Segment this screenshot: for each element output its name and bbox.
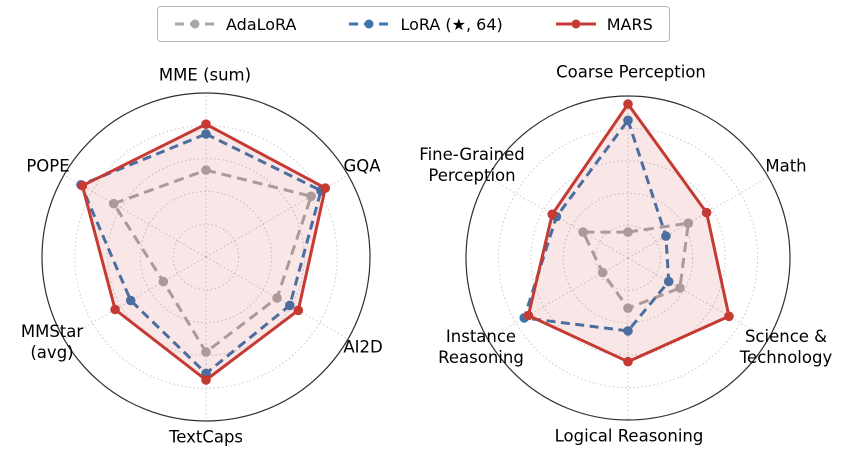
data-point-LoRA (★, 64)-5: [551, 211, 562, 222]
data-point-LoRA (★, 64)-2: [285, 300, 295, 311]
axis-label-gqa: GQA: [343, 156, 381, 176]
series-polygon-MARS: [526, 102, 731, 364]
data-point-MARS-0: [623, 99, 633, 109]
data-point-AdaLoRA-4: [597, 267, 608, 278]
data-point-AdaLoRA-0: [623, 227, 633, 237]
grid-circle-1: [139, 190, 273, 324]
series-polygon-AdaLoRA: [112, 168, 313, 354]
data-point-AdaLoRA-5: [578, 227, 588, 237]
data-point-AdaLoRA-1: [306, 191, 316, 202]
axis-spoke-1: [205, 174, 349, 258]
legend-item-lora: LoRA (★, 64): [348, 14, 503, 34]
data-point-MARS-5: [77, 180, 88, 191]
data-point-MARS-4: [523, 310, 534, 321]
axis-label-coarse-perception: Coarse Perception: [556, 62, 706, 82]
grid-circle-0: [595, 225, 661, 291]
axis-spoke-4: [63, 256, 207, 340]
data-point-AdaLoRA-4: [158, 276, 169, 287]
grid-circle-0: [172, 223, 240, 291]
data-point-LoRA (★, 64)-4: [519, 313, 529, 323]
data-point-AdaLoRA-2: [272, 293, 282, 303]
data-point-LoRA (★, 64)-1: [316, 185, 326, 196]
data-point-LoRA (★, 64)-5: [76, 180, 86, 190]
axis-label-instance-reasoning: Instance Reasoning: [438, 326, 524, 367]
data-point-MARS-3: [201, 375, 211, 385]
axis-label-science-technology: Science & Technology: [739, 326, 833, 367]
legend-label-adalora: AdaLoRA: [226, 14, 297, 34]
data-point-MARS-2: [293, 305, 304, 316]
data-point-LoRA (★, 64)-3: [201, 368, 211, 379]
adalora-marker-dot-icon: [190, 19, 200, 29]
data-point-AdaLoRA-1: [683, 218, 694, 228]
data-point-LoRA (★, 64)-0: [623, 115, 633, 126]
legend-item-mars: MARS: [555, 15, 653, 34]
data-point-MARS-4: [110, 304, 120, 315]
adalora-line-sample-icon: [175, 19, 215, 29]
grid-circle-3: [74, 125, 338, 389]
data-point-AdaLoRA-5: [108, 198, 119, 209]
data-point-LoRA (★, 64)-4: [125, 295, 136, 306]
data-point-MARS-5: [547, 209, 557, 220]
grid-circle-2: [530, 160, 726, 356]
series-polygon-MARS: [80, 122, 327, 382]
data-point-MARS-1: [320, 183, 331, 193]
axis-label-pope: POPE: [26, 156, 70, 176]
mars-marker-dot-icon: [571, 19, 581, 29]
mars-line-sample-icon: [555, 19, 596, 29]
axis-label-textcaps: TextCaps: [168, 427, 244, 447]
data-point-MARS-3: [623, 356, 633, 367]
series-polygon-LoRA (★, 64): [79, 132, 323, 375]
data-point-AdaLoRA-3: [623, 303, 633, 314]
axis-label-logical-reasoning: Logical Reasoning: [554, 426, 704, 446]
lora-marker-dot-icon: [364, 19, 374, 29]
axis-label-mme: MME (sum): [158, 65, 252, 85]
data-point-MARS-0: [201, 119, 211, 129]
grid-circle-3: [497, 127, 759, 389]
axis-spoke-5: [63, 174, 207, 258]
grid-circle-2: [107, 158, 305, 356]
series-polygon-AdaLoRA: [581, 221, 690, 310]
data-point-AdaLoRA-2: [675, 283, 685, 293]
axis-label-ai2d: AI2D: [343, 337, 383, 357]
axis-label-fine-grained-perception: Fine-Grained Perception: [419, 144, 525, 185]
axis-label-math: Math: [765, 156, 807, 176]
data-point-LoRA (★, 64)-3: [623, 326, 633, 336]
series-polygon-LoRA (★, 64): [522, 118, 671, 333]
data-point-MARS-1: [701, 207, 712, 218]
axis-spoke-1: [627, 176, 769, 259]
axis-spoke-5: [487, 176, 629, 259]
outer-ring: [41, 92, 371, 422]
data-point-AdaLoRA-0: [201, 165, 211, 175]
grid-circle-1: [562, 192, 694, 324]
data-point-LoRA (★, 64)-2: [663, 276, 674, 287]
axis-label-mmstar: MMStar (avg): [20, 321, 84, 362]
legend-label-lora: LoRA (★, 64): [400, 14, 503, 34]
lora-line-sample-icon: [349, 19, 390, 29]
legend-label-mars: MARS: [606, 14, 653, 34]
data-point-MARS-2: [724, 311, 734, 322]
data-point-LoRA (★, 64)-1: [661, 231, 671, 241]
chart-legend: AdaLoRA LoRA (★, 64) MARS: [157, 6, 670, 42]
data-point-LoRA (★, 64)-0: [201, 129, 211, 139]
axis-spoke-2: [205, 256, 349, 340]
data-point-AdaLoRA-3: [201, 347, 211, 357]
legend-item-adalora: AdaLoRA: [174, 15, 296, 34]
